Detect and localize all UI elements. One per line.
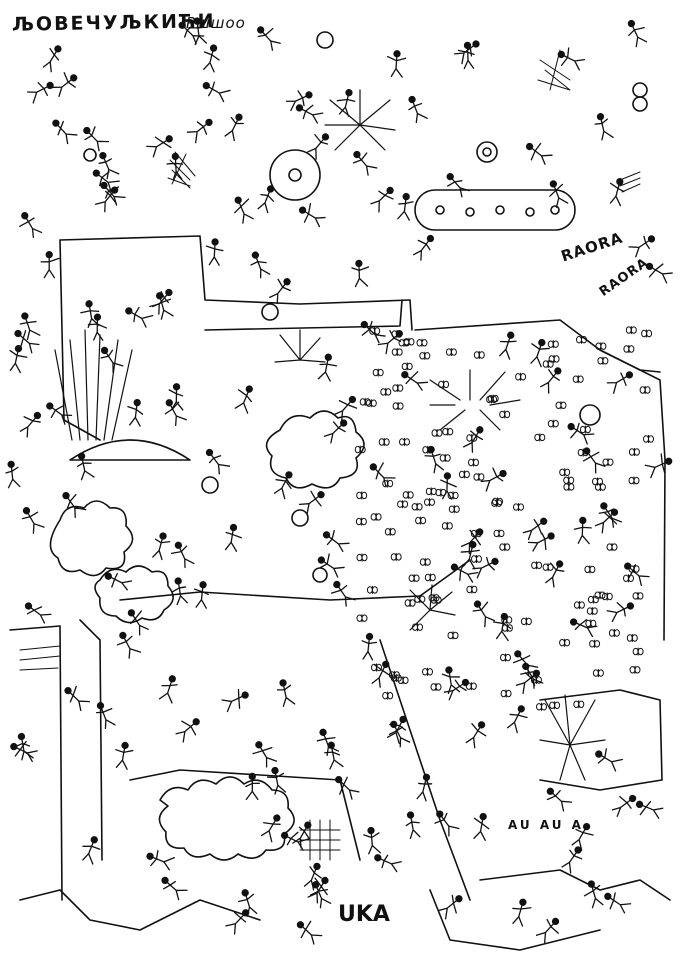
scrawl-bottom-mark: UKA (338, 902, 390, 927)
signature-scrawl: Ршшоо (186, 14, 246, 32)
scrawl-au-au: AU AU A (508, 818, 584, 832)
